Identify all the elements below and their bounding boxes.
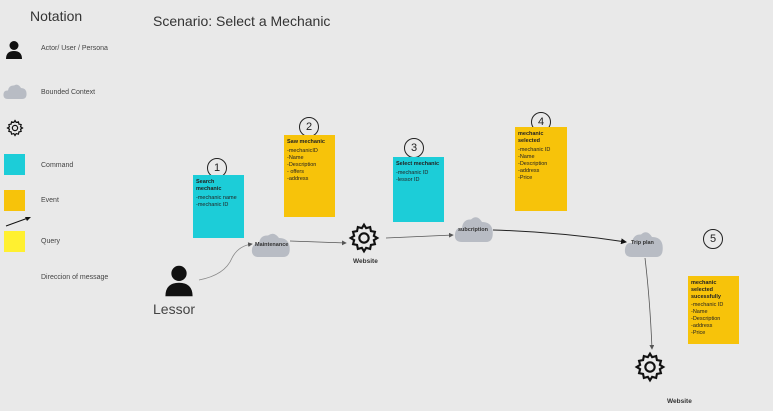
- cloud-icon: [3, 82, 27, 105]
- legend-actor-label: Actor/ User / Persona: [41, 45, 108, 52]
- sticky-line: - offers: [287, 169, 305, 175]
- gear-icon: [6, 119, 24, 142]
- website-gear-icon: [634, 351, 666, 388]
- website-label: Website: [667, 398, 692, 405]
- command-swatch: [4, 154, 25, 175]
- query-swatch: [4, 231, 25, 252]
- sticky-line: -Name: [287, 155, 304, 161]
- step-3-marker: 3: [404, 138, 424, 158]
- flow-maintenance-to-website: [289, 240, 347, 246]
- sticky-line: -Price: [691, 330, 706, 336]
- sticky-line: -address: [691, 323, 713, 329]
- flow-trip-plan-to-website: [644, 257, 655, 350]
- sticky-line: -address: [518, 168, 540, 174]
- step-5-marker: 5: [703, 229, 723, 249]
- sticky-line: -mechanic ID: [691, 302, 724, 308]
- event-mechanic-selected-successfully: mechanic selected sucessfully -mechanic …: [688, 276, 739, 344]
- subscription-cloud-icon: [454, 211, 494, 248]
- flow-website-to-subscription: [385, 232, 454, 239]
- sticky-line: -mechanicID: [287, 148, 318, 154]
- sticky-line: -Price: [518, 175, 533, 181]
- lessor-person-icon: [162, 264, 196, 303]
- flow-subscription-to-trip-plan: [492, 229, 627, 245]
- legend-command-label: Command: [41, 162, 74, 169]
- legend-direction-label: Direccion of message: [41, 274, 109, 281]
- sticky-title: mechanic selected sucessfully: [691, 280, 721, 300]
- sticky-title: Search mechanic: [196, 179, 222, 192]
- sticky-line: -address: [287, 176, 309, 182]
- notation-title: Notation: [30, 8, 83, 24]
- trip-plan-cloud-icon: [624, 226, 664, 263]
- legend-bounded-context-label: Bounded Context: [41, 89, 96, 96]
- step-2-marker: 2: [299, 117, 319, 137]
- website-label: Website: [353, 258, 378, 265]
- sticky-line: -Description: [287, 162, 317, 168]
- sticky-line: -mechanic ID: [196, 202, 229, 208]
- sticky-line: -Description: [518, 161, 548, 167]
- legend-query-label: Query: [41, 238, 61, 245]
- sticky-title: Saw mechanic: [287, 139, 325, 145]
- sticky-line: -Description: [691, 316, 721, 322]
- maintenance-context-label: Maintenance: [255, 242, 289, 248]
- scenario-title: Scenario: Select a Mechanic: [153, 13, 331, 29]
- sticky-line: -mechanic ID: [518, 147, 551, 153]
- sticky-line: -Name: [691, 309, 708, 315]
- command-select-mechanic: Select mechanic -mechanic ID -lessor ID: [393, 157, 444, 222]
- command-search-mechanic: Search mechanic -mechanic name -mechanic…: [193, 175, 244, 238]
- flow-lessor-to-maintenance: [198, 242, 253, 281]
- event-swatch: [4, 190, 25, 211]
- subscription-context-label: subcription: [458, 227, 488, 233]
- event-mechanic-selected: mechanic selected -mechanic ID -Name -De…: [515, 127, 567, 211]
- sticky-title: Select mechanic: [396, 161, 440, 167]
- sticky-line: -Name: [518, 154, 535, 160]
- sticky-line: -mechanic ID: [396, 170, 429, 176]
- legend-event-label: Event: [41, 197, 59, 204]
- website-gear-icon: [348, 222, 380, 259]
- trip-plan-context-label: Trip plan: [631, 240, 654, 246]
- maintenance-cloud-icon: [251, 228, 291, 263]
- sticky-line: -mechanic name: [196, 195, 237, 201]
- sticky-title: mechanic selected: [518, 131, 544, 144]
- event-saw-mechanic: Saw mechanic -mechanicID -Name -Descript…: [284, 135, 335, 217]
- person-icon: [5, 40, 23, 65]
- arrow-icon: [4, 214, 32, 233]
- sticky-line: -lessor ID: [396, 177, 420, 183]
- actor-label: Lessor: [153, 301, 196, 317]
